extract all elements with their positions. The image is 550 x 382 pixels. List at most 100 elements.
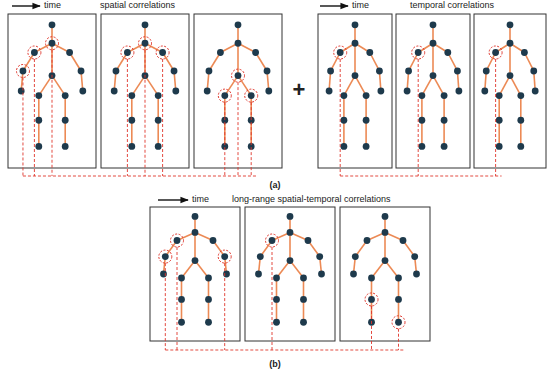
joint-dot xyxy=(142,40,149,47)
joint-dot xyxy=(368,296,375,303)
joint-dot xyxy=(18,88,25,95)
joint-dot xyxy=(273,319,280,326)
bone-line xyxy=(510,76,521,96)
time-arrow xyxy=(158,199,188,200)
bone-line xyxy=(276,299,278,322)
joint-dot xyxy=(217,49,224,56)
dashed-link xyxy=(165,263,166,350)
joint-dot xyxy=(395,275,402,282)
joint-dot xyxy=(368,275,375,282)
joint-dot xyxy=(79,88,86,95)
joint-dot xyxy=(496,117,503,124)
bone-line xyxy=(443,96,445,121)
joint-dot xyxy=(235,21,242,28)
joint-dot xyxy=(205,319,212,326)
joint-dot xyxy=(223,271,230,278)
skeleton-group xyxy=(150,207,430,350)
time-arrow xyxy=(12,5,40,6)
joint-dot xyxy=(192,257,199,264)
joint-dot xyxy=(66,49,73,56)
joint-dot xyxy=(235,40,242,47)
highlight-circle xyxy=(46,37,59,50)
joint-dot xyxy=(287,257,294,264)
bone-line xyxy=(432,43,434,75)
joint-dot xyxy=(49,21,56,28)
joint-dot xyxy=(300,275,307,282)
joint-dot xyxy=(492,49,499,56)
bone-line xyxy=(421,120,423,146)
joint-dot xyxy=(252,49,259,56)
frame-box xyxy=(245,207,335,341)
joint-dot xyxy=(382,213,389,220)
bone-line xyxy=(64,120,66,146)
highlight-circle xyxy=(218,89,231,102)
joint-dot xyxy=(62,92,69,99)
dashed-link xyxy=(238,82,239,176)
bone-line xyxy=(145,76,158,96)
joint-dot xyxy=(352,21,359,28)
joint-dot xyxy=(430,21,437,28)
bone-line xyxy=(343,96,345,121)
bone-line xyxy=(365,96,367,121)
joint-dot xyxy=(128,117,135,124)
highlight-circle xyxy=(139,37,152,50)
joint-dot xyxy=(257,253,264,260)
joint-dot xyxy=(305,237,312,244)
joint-dot xyxy=(248,92,255,99)
joint-dot xyxy=(128,92,135,99)
joint-dot xyxy=(113,68,120,75)
joint-dot xyxy=(413,271,420,278)
bone-line xyxy=(38,96,40,121)
highlight-circle xyxy=(412,46,425,59)
bone-line xyxy=(238,76,251,96)
bone-line xyxy=(520,120,522,146)
bone-line xyxy=(225,76,238,96)
joint-dot xyxy=(521,49,528,56)
bone-line xyxy=(433,76,444,96)
joint-dot xyxy=(441,117,448,124)
joint-dot xyxy=(507,21,514,28)
skeleton-group xyxy=(8,14,282,176)
highlight-circle xyxy=(16,64,29,77)
bone-line xyxy=(498,96,500,121)
dashed-link xyxy=(340,176,501,177)
joint-dot xyxy=(352,253,359,260)
joint-dot xyxy=(327,68,334,75)
plus-sign: + xyxy=(293,78,306,102)
bone-line xyxy=(355,76,366,96)
dashed-link xyxy=(398,329,399,350)
joint-dot xyxy=(444,49,451,56)
dashed-link xyxy=(52,50,53,176)
joint-dot xyxy=(255,271,262,278)
bone-line xyxy=(38,120,40,146)
joint-dot xyxy=(273,275,280,282)
dashed-link xyxy=(145,50,146,176)
joint-dot xyxy=(155,92,162,99)
joint-dot xyxy=(496,143,503,150)
joint-dot xyxy=(178,296,185,303)
dashed-link xyxy=(224,263,225,350)
dashed-link xyxy=(495,59,496,176)
dashed-link xyxy=(177,247,178,350)
joint-dot xyxy=(162,253,169,260)
panel-heading: long-range spatial-temporal correlations xyxy=(232,195,391,205)
joint-dot xyxy=(300,319,307,326)
bone-line xyxy=(157,96,159,121)
joint-dot xyxy=(159,49,166,56)
panel-tag: (a) xyxy=(270,181,281,191)
joint-dot xyxy=(404,88,411,95)
joint-dot xyxy=(483,68,490,75)
joint-dot xyxy=(507,72,514,79)
joint-dot xyxy=(517,143,524,150)
bone-line xyxy=(194,232,196,260)
highlight-circle xyxy=(334,46,347,59)
axis-label: time xyxy=(352,1,369,11)
joint-dot xyxy=(363,143,370,150)
joint-dot xyxy=(206,68,213,75)
joint-dot xyxy=(178,275,185,282)
panel-heading: temporal correlations xyxy=(410,1,494,11)
bone-line xyxy=(443,120,445,146)
joint-dot xyxy=(142,21,149,28)
panel-tag: (b) xyxy=(269,360,281,370)
bone-line xyxy=(422,76,433,96)
